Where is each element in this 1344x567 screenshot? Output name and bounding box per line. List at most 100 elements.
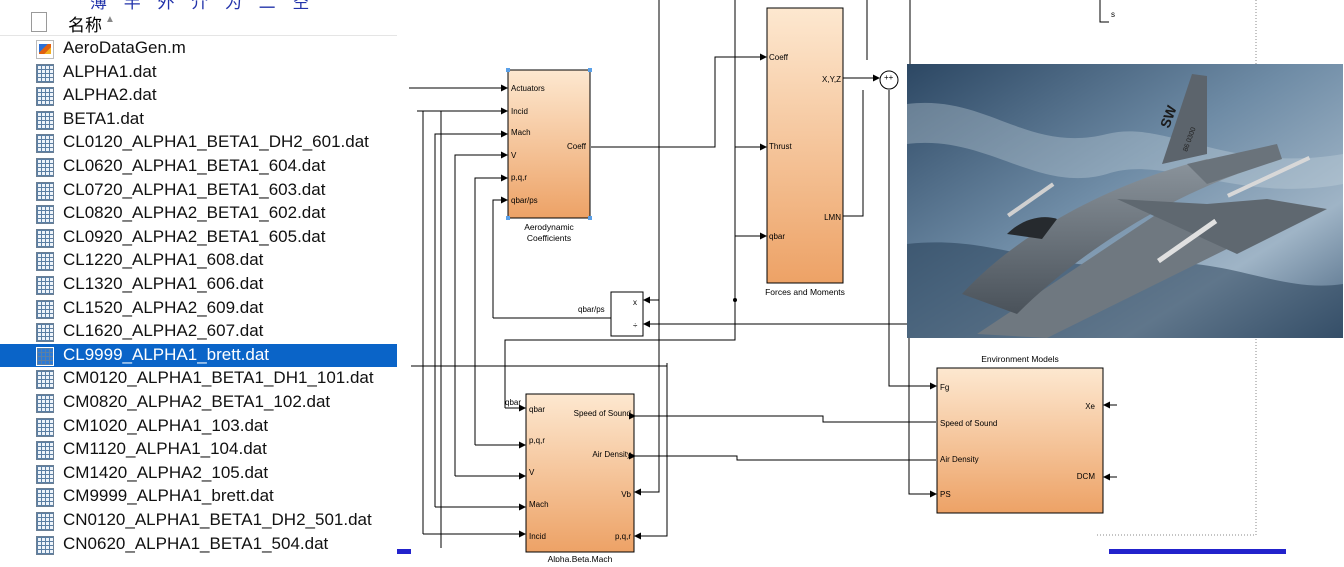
port-v-in: V (529, 468, 535, 477)
file-row-selected[interactable]: CL9999_ALPHA1_brett.dat (0, 343, 397, 368)
file-name-label: CN0120_ALPHA1_BETA1_DH2_501.dat (63, 510, 372, 529)
port-pqr: p,q,r (511, 173, 527, 182)
data-file-icon (36, 370, 54, 390)
data-file-icon (36, 63, 54, 83)
port-incid-in: Incid (529, 532, 546, 541)
file-name-label: CL0120_ALPHA1_BETA1_DH2_601.dat (63, 132, 369, 152)
forces-caption: Forces and Moments (765, 287, 845, 297)
data-file-icon (36, 323, 54, 343)
aerodynamic-coefficients-block[interactable]: Actuators Incid Mach V p,q,r qbar/ps Coe… (506, 68, 592, 243)
simulink-diagram: s Actuators Incid Mach V p,q,r qbar/ps C… (397, 0, 1344, 564)
port-pqr-out: p,q,r (615, 532, 631, 541)
port-fg: Fg (940, 383, 949, 392)
port-dcm: DCM (1077, 472, 1096, 481)
port-air-density-out: Air Density (592, 450, 631, 459)
file-name-label: CM1020_ALPHA1_103.dat (63, 415, 269, 435)
data-file-icon (36, 110, 54, 130)
file-row[interactable]: BETA1.dat (0, 108, 397, 132)
file-row[interactable]: CL1220_ALPHA1_608.dat (0, 249, 397, 273)
file-row[interactable]: CL0820_ALPHA2_BETA1_602.dat (0, 202, 397, 226)
file-name-label: CM0120_ALPHA1_BETA1_DH1_101.dat (63, 368, 374, 388)
aero-caption-line2: Coefficients (527, 233, 571, 243)
file-row[interactable]: CL1320_ALPHA1_606.dat (0, 273, 397, 297)
sum-block[interactable]: ++ (879, 70, 899, 90)
data-file-icon (36, 205, 54, 225)
file-row[interactable]: CM1020_ALPHA1_103.dat (0, 415, 397, 439)
env-caption: Environment Models (981, 354, 1058, 364)
file-row[interactable]: AeroDataGen.m (0, 37, 397, 61)
file-row[interactable]: CN0120_ALPHA1_BETA1_DH2_501.dat (0, 509, 397, 533)
port-mach-in: Mach (529, 500, 549, 509)
data-file-icon (36, 417, 54, 437)
tail-code: SW (1157, 103, 1180, 130)
alpha-beta-mach-block[interactable]: qbar p,q,r V Mach Incid Speed of Sound A… (525, 393, 635, 564)
port-speed-of-sound-out: Speed of Sound (574, 409, 631, 418)
file-row[interactable]: CM1420_ALPHA2_105.dat (0, 462, 397, 486)
data-file-icon (36, 87, 54, 107)
data-file-icon (36, 299, 54, 319)
clipped-title-text: 薄 半 外 介 为 二 空 (90, 0, 316, 12)
file-name-label: BETA1.dat (63, 108, 144, 128)
port-incid: Incid (511, 107, 528, 116)
file-row[interactable]: CL0620_ALPHA1_BETA1_604.dat (0, 155, 397, 179)
data-file-icon (36, 228, 54, 248)
data-file-icon (36, 252, 54, 272)
data-file-icon (36, 134, 54, 154)
data-file-icon (36, 394, 54, 413)
data-file-icon (36, 181, 54, 201)
file-row[interactable]: ALPHA1.dat (0, 61, 397, 85)
sort-ascending-icon: ▲ (105, 14, 115, 25)
column-header[interactable]: 名称 ▲ (0, 9, 397, 36)
signal-wires (409, 53, 1117, 548)
file-name-label: CL1520_ALPHA2_609.dat (63, 297, 264, 317)
file-name-label: CL0820_ALPHA2_BETA1_602.dat (63, 203, 326, 223)
file-row[interactable]: CL0920_ALPHA2_BETA1_605.dat (0, 226, 397, 250)
port-coeff-in: Coeff (769, 53, 789, 62)
file-row[interactable]: CN0620_ALPHA1_BETA1_504.dat (0, 533, 397, 557)
file-name-label: CL0720_ALPHA1_BETA1_603.dat (63, 179, 326, 199)
qbar-ps-signal-label: qbar/ps (578, 305, 605, 314)
file-name-label: CM0820_ALPHA2_BETA1_102.dat (63, 392, 331, 411)
clipped-label: s (1111, 10, 1115, 19)
file-name-label: CM1420_ALPHA2_105.dat (63, 462, 269, 482)
data-file-icon (36, 512, 54, 531)
file-row[interactable]: CM9999_ALPHA1_brett.dat (0, 485, 397, 509)
f16-jet-photo: SW 86 0300 (907, 64, 1343, 338)
file-row[interactable]: CL0120_ALPHA1_BETA1_DH2_601.dat (0, 131, 397, 155)
file-row[interactable]: CM0120_ALPHA1_BETA1_DH1_101.dat (0, 367, 397, 391)
forces-and-moments-block[interactable]: Coeff Thrust qbar X,Y,Z LMN Forces and M… (765, 7, 845, 297)
file-name-label: CN0620_ALPHA1_BETA1_504.dat (63, 533, 329, 553)
port-coeff-out: Coeff (567, 142, 587, 151)
name-column-header[interactable]: 名称 (68, 16, 102, 35)
port-qbar-in: qbar (529, 405, 545, 414)
file-name-label: AeroDataGen.m (63, 38, 186, 57)
port-qbar-ps: qbar/ps (511, 196, 538, 205)
port-xyz: X,Y,Z (822, 75, 841, 84)
file-row[interactable]: ALPHA2.dat (0, 84, 397, 108)
file-name-label: CL0920_ALPHA2_BETA1_605.dat (63, 226, 326, 246)
accent-bar-right (1109, 549, 1286, 554)
port-air-density-in: Air Density (940, 455, 979, 464)
port-actuators: Actuators (511, 84, 545, 93)
port-thrust: Thrust (769, 142, 792, 151)
product-block[interactable]: x ÷ (610, 291, 644, 337)
file-type-column-icon (31, 12, 47, 32)
file-row[interactable]: CM1120_ALPHA1_104.dat (0, 438, 397, 462)
port-xe: Xe (1085, 402, 1095, 411)
file-row[interactable]: CL0720_ALPHA1_BETA1_603.dat (0, 179, 397, 203)
port-lmn: LMN (824, 213, 841, 222)
data-file-icon (36, 464, 54, 484)
port-qbar: qbar (769, 232, 785, 241)
aero-caption-line1: Aerodynamic (524, 222, 574, 232)
accent-bar-left (397, 549, 411, 554)
file-row[interactable]: CL1620_ALPHA2_607.dat (0, 320, 397, 344)
data-file-icon (36, 488, 54, 508)
environment-models-block[interactable]: Environment Models Fg Speed of Sound Air… (936, 354, 1104, 514)
file-name-label: CM1120_ALPHA1_104.dat (63, 439, 267, 459)
data-file-icon (36, 346, 54, 366)
sum-signs: ++ (884, 73, 894, 82)
product-multiply-port: x (633, 298, 637, 307)
file-row[interactable]: CL1520_ALPHA2_609.dat (0, 297, 397, 321)
file-row[interactable]: CM0820_ALPHA2_BETA1_102.dat (0, 391, 397, 415)
file-name-label: CL1620_ALPHA2_607.dat (63, 321, 264, 341)
